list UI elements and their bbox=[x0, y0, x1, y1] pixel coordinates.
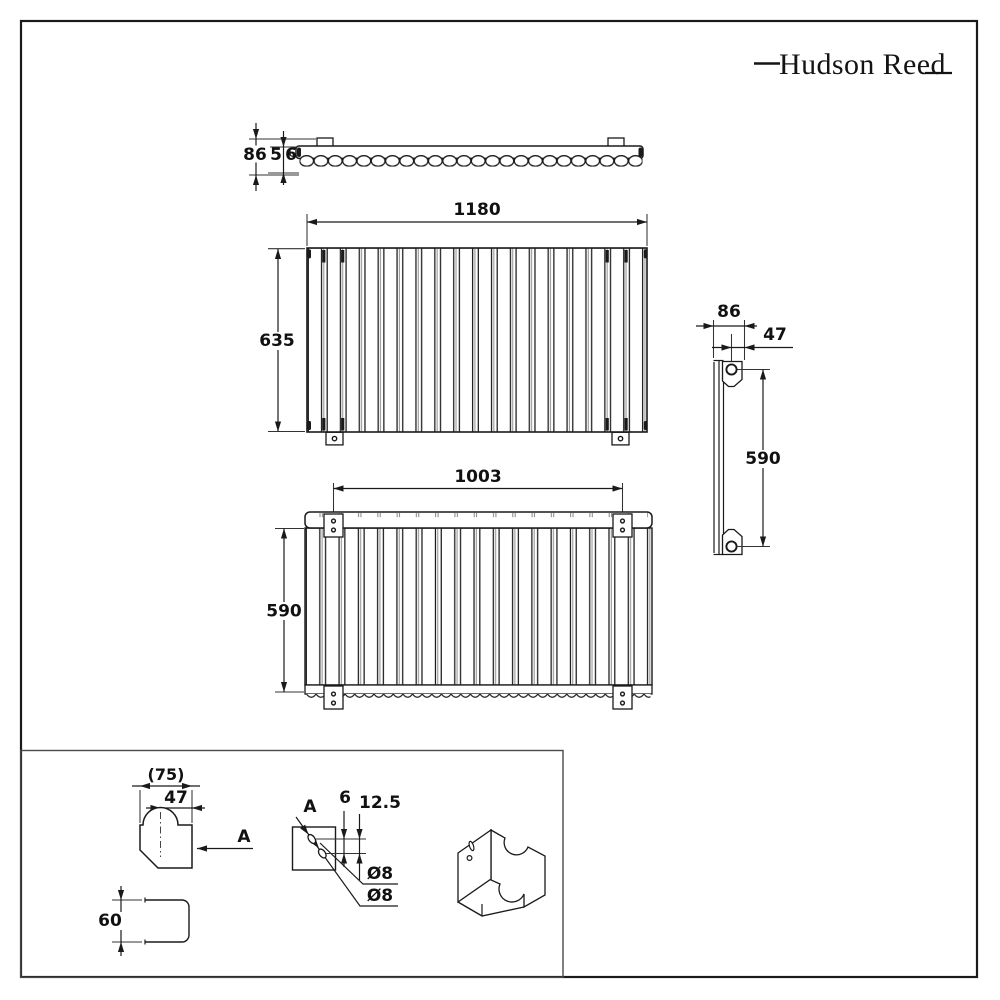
iso-bracket-body bbox=[490, 828, 546, 909]
dim-hole-diameter-2: Ø8 bbox=[367, 886, 393, 906]
side-bracket-top-hole bbox=[725, 363, 738, 376]
dim-bracket-hole-offset: 47 bbox=[164, 788, 188, 808]
slot-hole-2 bbox=[317, 848, 327, 859]
dim-rear-bracket-spacing: 1003 bbox=[454, 467, 501, 487]
brand-name: Hudson Reed bbox=[779, 48, 946, 81]
wall-bracket-top-right bbox=[612, 513, 633, 538]
side-view: 86 47 590 bbox=[696, 302, 793, 556]
front-view: 1180 635 bbox=[257, 200, 648, 446]
bracket-plate bbox=[291, 826, 337, 871]
details-box-border bbox=[20, 749, 564, 979]
top-view: 86 5 6 bbox=[241, 123, 644, 191]
bracket-profile bbox=[139, 806, 193, 869]
iso-slot bbox=[468, 840, 475, 852]
view-a-label: A bbox=[303, 797, 317, 817]
iso-bracket bbox=[457, 828, 546, 917]
dim-top-depth-digit1: 5 bbox=[270, 145, 282, 165]
dim-slot-length: 12.5 bbox=[359, 793, 401, 813]
details-panel: (75) 47 A 60 A bbox=[20, 749, 564, 979]
dim-top-depth-digit2: 6 bbox=[285, 145, 297, 165]
wall-bracket-bottom-left bbox=[323, 685, 344, 710]
view-a-direction-label: A bbox=[237, 827, 251, 847]
foot-bracket-right bbox=[611, 431, 630, 446]
side-bracket-bottom-hole bbox=[725, 540, 738, 553]
radiator-front-body bbox=[306, 247, 648, 433]
dim-side-bracket-spacing: 590 bbox=[745, 449, 781, 469]
dim-side-bracket-offset: 47 bbox=[763, 325, 787, 345]
bracket-front-detail: (75) 47 A bbox=[132, 765, 253, 869]
radiator-rear-body bbox=[304, 527, 653, 686]
bracket-side-detail: 60 bbox=[95, 886, 190, 956]
brand-logo: Hudson Reed bbox=[754, 48, 952, 81]
slot-hole-1 bbox=[307, 833, 317, 845]
channel-profile bbox=[145, 899, 190, 943]
rear-view: 1003 590 bbox=[265, 467, 653, 710]
foot-bracket-left bbox=[325, 431, 344, 446]
column-ovals-row bbox=[299, 155, 643, 167]
dim-front-width: 1180 bbox=[453, 200, 500, 220]
rear-bottom-rail bbox=[304, 684, 653, 695]
column-bottoms bbox=[306, 693, 651, 701]
dim-rear-height: 590 bbox=[266, 602, 302, 622]
iso-bracket-base bbox=[457, 901, 525, 917]
view-a-detail: A 6 12.5 Ø8 Ø8 bbox=[291, 788, 401, 907]
dim-slot-width: 6 bbox=[339, 788, 351, 808]
dim-bracket-width-ref: (75) bbox=[148, 765, 185, 784]
dim-hole-diameter-1: Ø8 bbox=[367, 864, 393, 884]
iso-bracket-plate bbox=[457, 828, 492, 904]
wall-bracket-bottom-right bbox=[612, 685, 633, 710]
dim-front-height: 635 bbox=[259, 331, 295, 351]
dim-top-depth-total: 86 bbox=[243, 145, 267, 165]
dim-bracket-height: 60 bbox=[98, 911, 122, 931]
iso-hole bbox=[466, 854, 473, 861]
wall-bracket-top-left bbox=[323, 513, 344, 538]
dim-side-depth: 86 bbox=[717, 302, 741, 322]
leader-hole-1 bbox=[319, 842, 398, 885]
